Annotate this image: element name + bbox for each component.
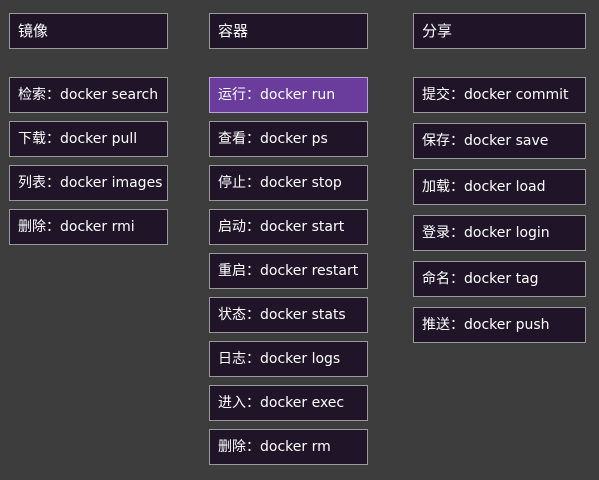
node-container-restart: 重启：docker restart xyxy=(209,253,368,289)
node-container-exec: 进入：docker exec xyxy=(209,385,368,421)
node-share-login: 登录：docker login xyxy=(413,215,586,251)
node-images-rmi: 删除：docker rmi xyxy=(9,209,168,245)
node-share-commit: 提交：docker commit xyxy=(413,77,586,113)
node-images-list: 列表：docker images xyxy=(9,165,168,201)
node-images-search: 检索：docker search xyxy=(9,77,168,113)
node-share-load: 加载：docker load xyxy=(413,169,586,205)
node-share-save: 保存：docker save xyxy=(413,123,586,159)
node-container-start: 启动：docker start xyxy=(209,209,368,245)
node-container-ps: 查看：docker ps xyxy=(209,121,368,157)
node-container-run: 运行：docker run xyxy=(209,77,368,113)
node-share-tag: 命名：docker tag xyxy=(413,261,586,297)
header-share: 分享 xyxy=(413,13,586,49)
node-container-stats: 状态：docker stats xyxy=(209,297,368,333)
header-containers: 容器 xyxy=(209,13,368,49)
node-images-pull: 下载：docker pull xyxy=(9,121,168,157)
header-images: 镜像 xyxy=(9,13,168,49)
node-container-rm: 删除：docker rm xyxy=(209,429,368,465)
node-container-logs: 日志：docker logs xyxy=(209,341,368,377)
node-share-push: 推送：docker push xyxy=(413,307,586,343)
node-container-stop: 停止：docker stop xyxy=(209,165,368,201)
